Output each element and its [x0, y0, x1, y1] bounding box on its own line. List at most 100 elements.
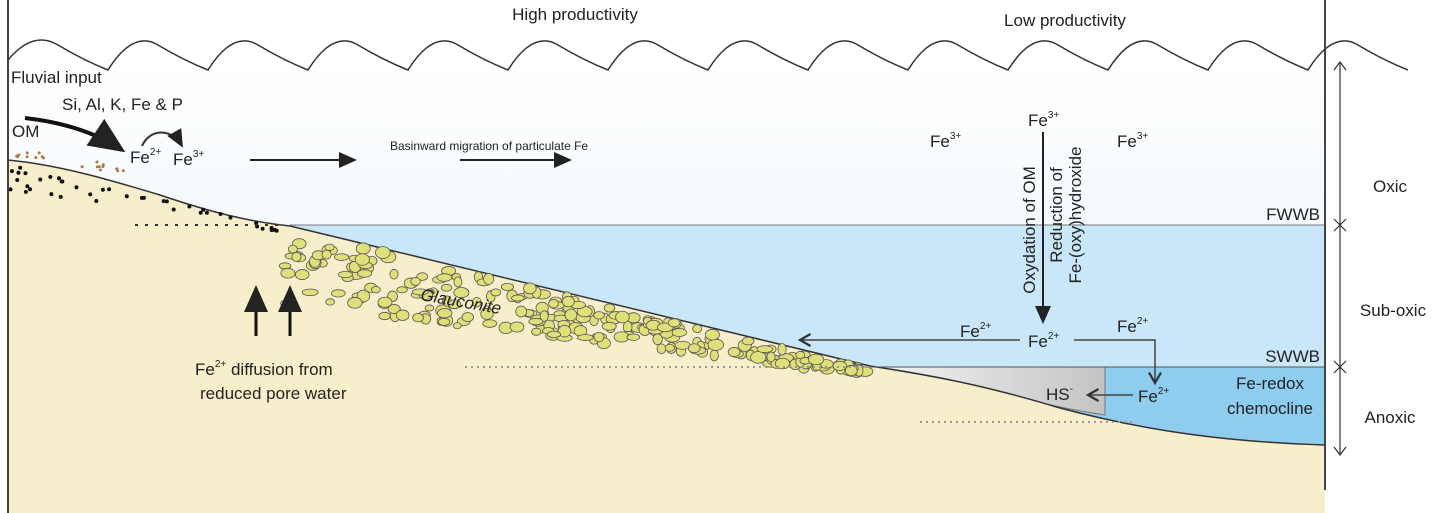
fe3-label: Fe3+ — [930, 131, 961, 151]
zone-scale-marks — [1333, 61, 1347, 456]
elements-label: Si, Al, K, Fe & P — [62, 95, 183, 114]
glauconite-pellet — [356, 269, 373, 278]
glauconite-pellet — [577, 334, 594, 341]
sediment-dot — [25, 184, 30, 189]
sediment-dot — [88, 192, 93, 197]
glauconite-pellet — [656, 343, 667, 355]
glauconite-pellet — [490, 288, 502, 297]
glauconite-pellet — [528, 317, 544, 326]
om-label: OM — [12, 122, 39, 141]
sediment-dot — [274, 228, 279, 233]
sediment-dot — [218, 212, 223, 217]
glauconite-pellet — [437, 317, 451, 326]
glauconite-pellet — [807, 353, 825, 366]
sediment-dot — [38, 177, 43, 182]
glauconite-pellet — [671, 328, 687, 337]
om-dot — [97, 165, 101, 169]
glauconite-pellet — [548, 299, 559, 309]
glauconite-pellet — [355, 242, 371, 255]
glauconite-pellet — [480, 308, 494, 320]
glauconite-pellet — [626, 333, 641, 341]
glauconite-pellet — [557, 324, 572, 338]
glauconite-pellet — [411, 288, 429, 296]
hs-label: HS- — [1046, 384, 1073, 404]
glauconite-pellet — [741, 336, 755, 346]
glauconite-pellet — [294, 269, 310, 281]
om-dot — [116, 169, 120, 173]
sediment-dot — [18, 165, 23, 170]
sediment-dot — [260, 226, 265, 231]
glauconite-pellet — [509, 321, 525, 333]
sediment-dot — [48, 174, 53, 179]
om-dot — [25, 151, 29, 155]
glauconite-pellet — [483, 272, 495, 285]
glauconite-pellet — [500, 282, 514, 292]
glauconite-pellet — [324, 243, 335, 251]
om-dot — [80, 165, 84, 169]
sediment-dot — [59, 179, 64, 184]
sediment-dot — [23, 171, 28, 176]
sediment-dot — [269, 228, 274, 233]
glauconite-pellet — [652, 333, 663, 346]
sediment-dot — [8, 187, 13, 192]
glauconite-pellet — [377, 296, 393, 308]
glauconite-pellet — [371, 286, 381, 294]
glauconite-pellet — [562, 295, 575, 308]
glauconite-pellet — [325, 298, 335, 306]
sediment-dot — [58, 194, 63, 199]
glauconite-pellet — [564, 308, 578, 322]
sediment-dot — [198, 210, 203, 215]
glauconite-pellet — [412, 313, 424, 323]
sediment-dot — [161, 199, 166, 204]
sediment-dot — [204, 210, 209, 215]
glauconite-pellet — [301, 288, 319, 297]
sediment-dot — [23, 189, 28, 194]
swwb-label: SWWB — [1265, 347, 1320, 366]
fe3-label: Fe3+ — [173, 149, 204, 169]
glauconite-pellet — [692, 324, 703, 334]
glauconite-pellet — [472, 296, 482, 308]
high-productivity-label: High productivity — [512, 5, 638, 24]
glauconite-pellet — [278, 262, 292, 270]
sediment-dot — [74, 185, 79, 190]
low-productivity-label: Low productivity — [1004, 11, 1126, 30]
sediment-dot — [16, 170, 21, 175]
om-dot — [42, 156, 46, 160]
glauconite-pellet — [515, 305, 528, 318]
fluvial-input-label: Fluvial input — [11, 68, 102, 87]
sediment-dot — [228, 215, 233, 220]
reduction-label-2: Fe-(oxy)hydroxide — [1066, 147, 1085, 284]
om-dot — [34, 156, 38, 160]
glauconite-pellet — [709, 349, 719, 362]
glauconite-pellet — [832, 360, 848, 371]
sediment-dot — [28, 187, 33, 192]
glauconite-pellet — [531, 327, 542, 336]
fe3-label: Fe3+ — [1028, 110, 1059, 130]
glauconite-pellet — [333, 253, 350, 261]
chemocline-label-2: chemocline — [1227, 399, 1313, 418]
basinward-label: Basinward migration of particulate Fe — [390, 139, 588, 153]
glauconite-pellet — [396, 286, 408, 294]
glauconite-pellet — [452, 322, 462, 330]
sediment-dot — [124, 194, 129, 199]
om-dot — [101, 163, 105, 167]
sea-surface-wave — [7, 39, 1409, 71]
fe3-label: Fe3+ — [1117, 131, 1148, 151]
glauconite-pellet — [844, 365, 858, 377]
glauconite-pellet — [539, 310, 549, 322]
suboxic-label: Sub-oxic — [1360, 301, 1427, 320]
glauconite-pellet — [436, 273, 453, 282]
sediment-dot — [201, 207, 206, 212]
glauconite-pellet — [704, 328, 720, 341]
sediment-dot — [171, 207, 176, 212]
glauconite-pellet — [347, 297, 363, 309]
glauconite-pellet — [437, 308, 453, 319]
om-dot — [37, 151, 41, 155]
sediment-dot — [139, 195, 144, 200]
glauconite-pellet — [387, 304, 401, 314]
om-dot — [121, 169, 125, 173]
glauconite-pellet — [321, 249, 332, 260]
sediment-dot — [164, 199, 169, 204]
glauconite-pellet — [354, 253, 370, 266]
